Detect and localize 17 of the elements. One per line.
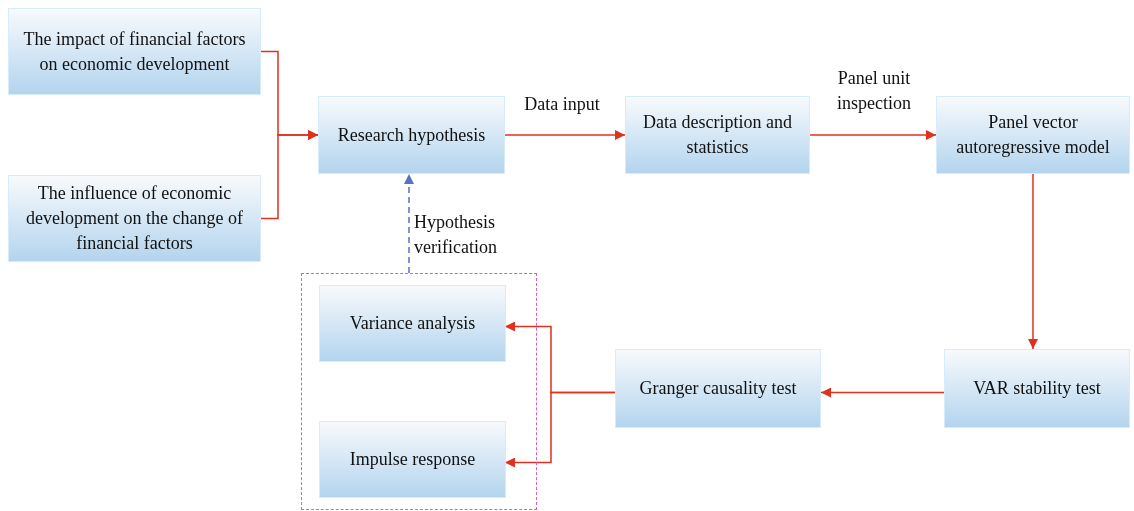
arrow xyxy=(504,130,626,140)
arrow xyxy=(820,387,945,398)
process-box: Research hypothesis xyxy=(318,96,505,174)
dashed-group-frame xyxy=(301,273,537,510)
process-box: Impulse response xyxy=(319,421,506,498)
process-box: Granger causality test xyxy=(615,349,821,428)
arrow xyxy=(504,391,616,468)
process-box: VAR stability test xyxy=(944,349,1130,428)
process-box: The impact of financial factors on economic development xyxy=(8,8,261,95)
process-box: The influence of economic development on the change of financial factors xyxy=(8,175,261,262)
process-box: Data description and statistics xyxy=(625,96,810,174)
process-box: Variance analysis xyxy=(319,285,506,362)
arrow xyxy=(260,130,319,220)
arrow xyxy=(1028,173,1038,350)
process-box: Panel vector autoregressive model xyxy=(936,96,1130,174)
dashed-arrow xyxy=(404,173,414,274)
arrow xyxy=(809,130,937,140)
